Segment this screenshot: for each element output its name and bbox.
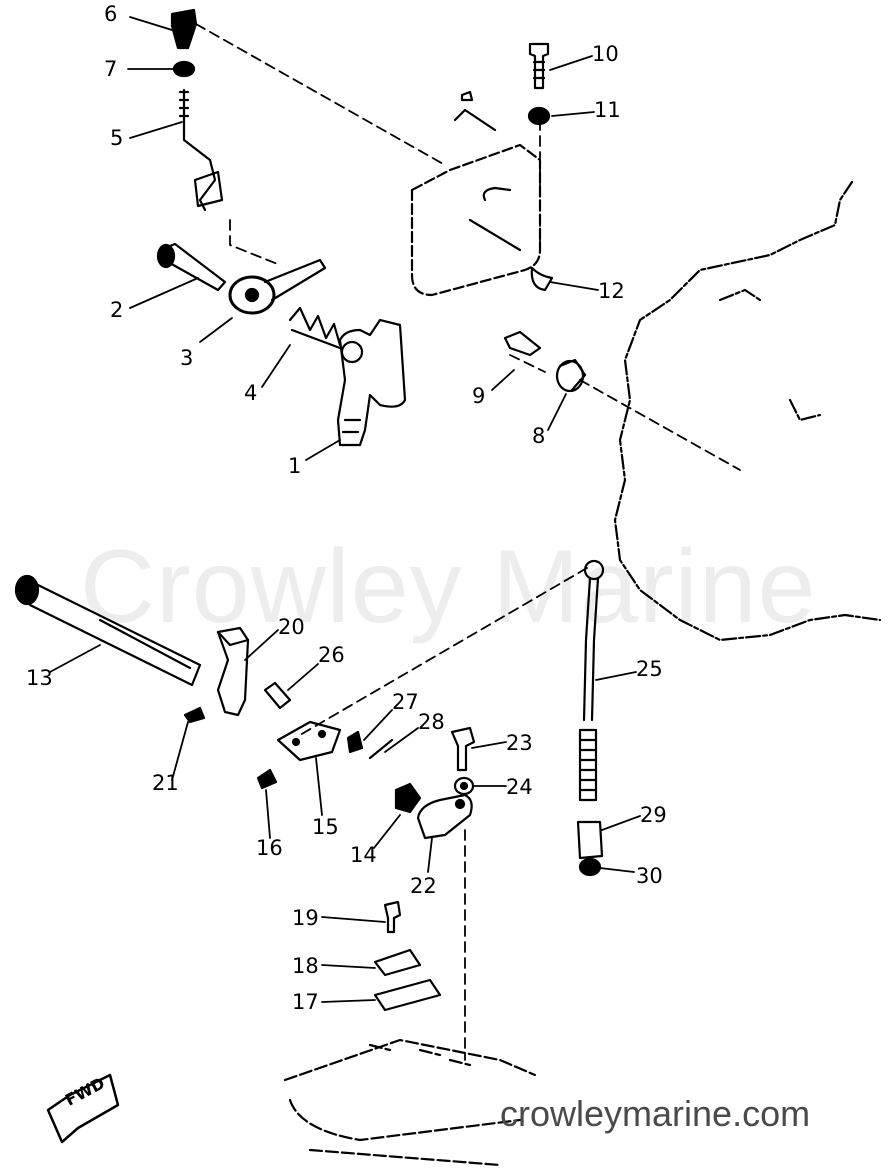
part-label-3: 3 (180, 346, 194, 370)
part-label-16: 16 (256, 836, 283, 860)
part-22-cam (416, 793, 473, 840)
part-11-nut (527, 106, 551, 126)
site-url: crowleymarine.com (500, 1093, 811, 1134)
part-label-20: 20 (278, 615, 305, 639)
part-29-cap (576, 820, 604, 860)
part-label-21: 21 (152, 771, 179, 795)
part-label-18: 18 (292, 954, 319, 978)
bracket-plate (410, 90, 554, 297)
part-2-bolt (156, 242, 227, 292)
part-label-26: 26 (318, 643, 345, 667)
part-18-plate (373, 948, 422, 977)
part-24-washer (453, 776, 475, 796)
part-label-24: 24 (506, 775, 533, 799)
part-label-30: 30 (636, 864, 663, 888)
part-label-6: 6 (104, 2, 118, 26)
part-label-28: 28 (418, 710, 445, 734)
part-label-15: 15 (312, 815, 339, 839)
part-label-5: 5 (110, 126, 124, 150)
part-label-22: 22 (410, 874, 437, 898)
part-15-link (276, 720, 342, 762)
part-4-spring (288, 306, 342, 350)
part-5-link-rod (178, 88, 224, 212)
base-bracket-outline (283, 1038, 537, 1167)
leader-lines (195, 23, 741, 1061)
part-17-plate (373, 978, 442, 1012)
part-label-14: 14 (350, 843, 377, 867)
part-label-19: 19 (292, 906, 319, 930)
part-6-clip (170, 8, 198, 50)
part-label-13: 13 (26, 666, 53, 690)
part-label-9: 9 (472, 384, 486, 408)
part-25-rod (578, 559, 605, 802)
part-23-bolt (450, 726, 476, 772)
part-21-pin (183, 706, 206, 724)
part-10-bolt (528, 42, 550, 90)
part-26-screw (263, 681, 292, 710)
fwd-arrow (46, 1073, 120, 1144)
part-label-10: 10 (592, 42, 619, 66)
part-label-25: 25 (636, 657, 663, 681)
part-8-collar (555, 358, 587, 393)
part-9-pin (503, 330, 542, 357)
part-14-nut (394, 782, 422, 814)
watermark: Crowley Marine (80, 529, 817, 645)
part-19-screw (383, 900, 402, 934)
part-7-nut (172, 60, 196, 78)
part-27-clip (346, 730, 364, 754)
part-13-shaft (14, 574, 202, 687)
part-label-2: 2 (110, 298, 124, 322)
part-label-12: 12 (598, 279, 625, 303)
part-label-27: 27 (392, 690, 419, 714)
part-label-11: 11 (594, 98, 621, 122)
part-label-17: 17 (292, 990, 319, 1014)
part-label-8: 8 (532, 424, 546, 448)
part-label-1: 1 (288, 454, 302, 478)
part-3-arm (228, 258, 327, 315)
label-leaders (49, 16, 641, 1003)
part-label-7: 7 (104, 57, 118, 81)
part-label-29: 29 (640, 803, 667, 827)
part-28-pin (368, 738, 394, 760)
part-16-pin (256, 768, 278, 790)
part-label-4: 4 (244, 381, 258, 405)
part-30-nut (578, 857, 602, 877)
part-1-lever (336, 318, 407, 447)
engine-block-outline (613, 180, 882, 642)
part-label-23: 23 (506, 731, 533, 755)
part-20-bracket (216, 626, 250, 717)
